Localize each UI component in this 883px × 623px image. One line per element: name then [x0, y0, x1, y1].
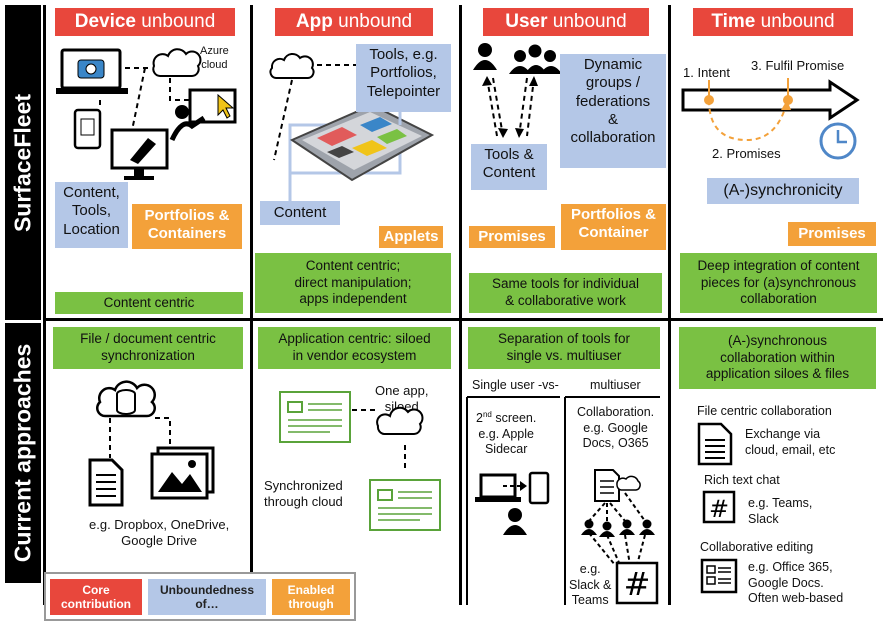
single-vs-label: Single user -vs- [472, 378, 559, 392]
hashtag-icon: # [702, 490, 736, 524]
column-title-user: User unbound [483, 8, 649, 36]
column-title-device: Device unbound [55, 8, 235, 36]
device-summary: Content centric [55, 292, 243, 314]
file-icon [697, 422, 733, 466]
device-unbound-box: Content, Tools, Location [55, 182, 128, 248]
grid-line [459, 5, 462, 605]
user-enabled-container: Portfolios & Container [561, 204, 666, 250]
svg-text:#: # [709, 495, 729, 523]
device-enabled-box: Portfolios & Containers [132, 204, 242, 249]
legend-core: Core contribution [50, 579, 142, 615]
file-collab-label: File centric collaboration [697, 404, 832, 418]
grid-line [43, 5, 46, 605]
fulfil-label: 3. Fulfil Promise [751, 58, 845, 73]
multiuser-label: multiuser [590, 378, 641, 392]
svg-text:#: # [624, 565, 651, 603]
app-tools-box: Tools, e.g. Portfolios, Telepointer [356, 44, 451, 112]
device-illustration [56, 48, 237, 180]
row-label-current-approaches: Current approaches [5, 323, 41, 583]
time-summary: Deep integration of content pieces for (… [680, 253, 877, 313]
promises-label: 2. Promises [712, 146, 781, 161]
column-title-app: App unbound [275, 8, 433, 36]
slack-label: e.g. Slack & Teams [569, 562, 612, 608]
grid-line [250, 5, 253, 605]
app-illustration [269, 53, 435, 205]
grid-line [43, 318, 883, 321]
time-illustration [681, 78, 860, 160]
sync-label: Synchronized through cloud [264, 478, 343, 510]
app-current-header: Application centric: siloed in vendor ec… [258, 327, 451, 369]
device-current-illustration [88, 380, 215, 507]
user-groups-box: Dynamic groups / federations & collabora… [560, 54, 666, 168]
app-summary: Content centric; direct manipulation; ap… [255, 253, 451, 313]
user-current-frames: # [466, 396, 660, 605]
legend-enabled: Enabled through [272, 579, 350, 615]
user-current-header: Separation of tools for single vs. multi… [468, 327, 660, 369]
row-label-surfacefleet: SurfaceFleet [5, 5, 41, 320]
device-current-caption: e.g. Dropbox, OneDrive, Google Drive [89, 517, 230, 549]
user-illustration [473, 43, 562, 138]
time-sync-box: (A-)synchronicity [707, 178, 859, 204]
user-summary: Same tools for individual & collaborativ… [469, 273, 662, 313]
grid-line [668, 5, 671, 605]
exchange-label: Exchange via cloud, email, etc [745, 427, 836, 457]
teams-label: e.g. Teams, Slack [748, 496, 813, 526]
intent-label: 1. Intent [683, 65, 730, 80]
time-current-header: (A-)synchronous collaboration within app… [679, 327, 876, 389]
legend-unbound: Unboundedness of… [148, 579, 266, 615]
user-tools-box: Tools & Content [471, 144, 547, 190]
column-title-time: Time unbound [693, 8, 853, 36]
office-label: e.g. Office 365, Google Docs. Often web-… [748, 560, 844, 606]
user-enabled-promises: Promises [469, 226, 555, 248]
app-enabled-box: Applets [379, 226, 443, 248]
device-current-header: File / document centric synchronization [53, 327, 243, 369]
azure-cloud-label: Azure cloud [200, 45, 229, 71]
rich-chat-label: Rich text chat [704, 473, 780, 487]
app-content-box: Content [260, 201, 340, 225]
collab-edit-label: Collaborative editing [700, 540, 814, 554]
time-enabled-box: Promises [788, 222, 876, 246]
app-current-illustration [279, 391, 441, 531]
document-editor-icon [700, 558, 738, 594]
collab-label: Collaboration. e.g. Google Docs, O365 [577, 405, 655, 451]
